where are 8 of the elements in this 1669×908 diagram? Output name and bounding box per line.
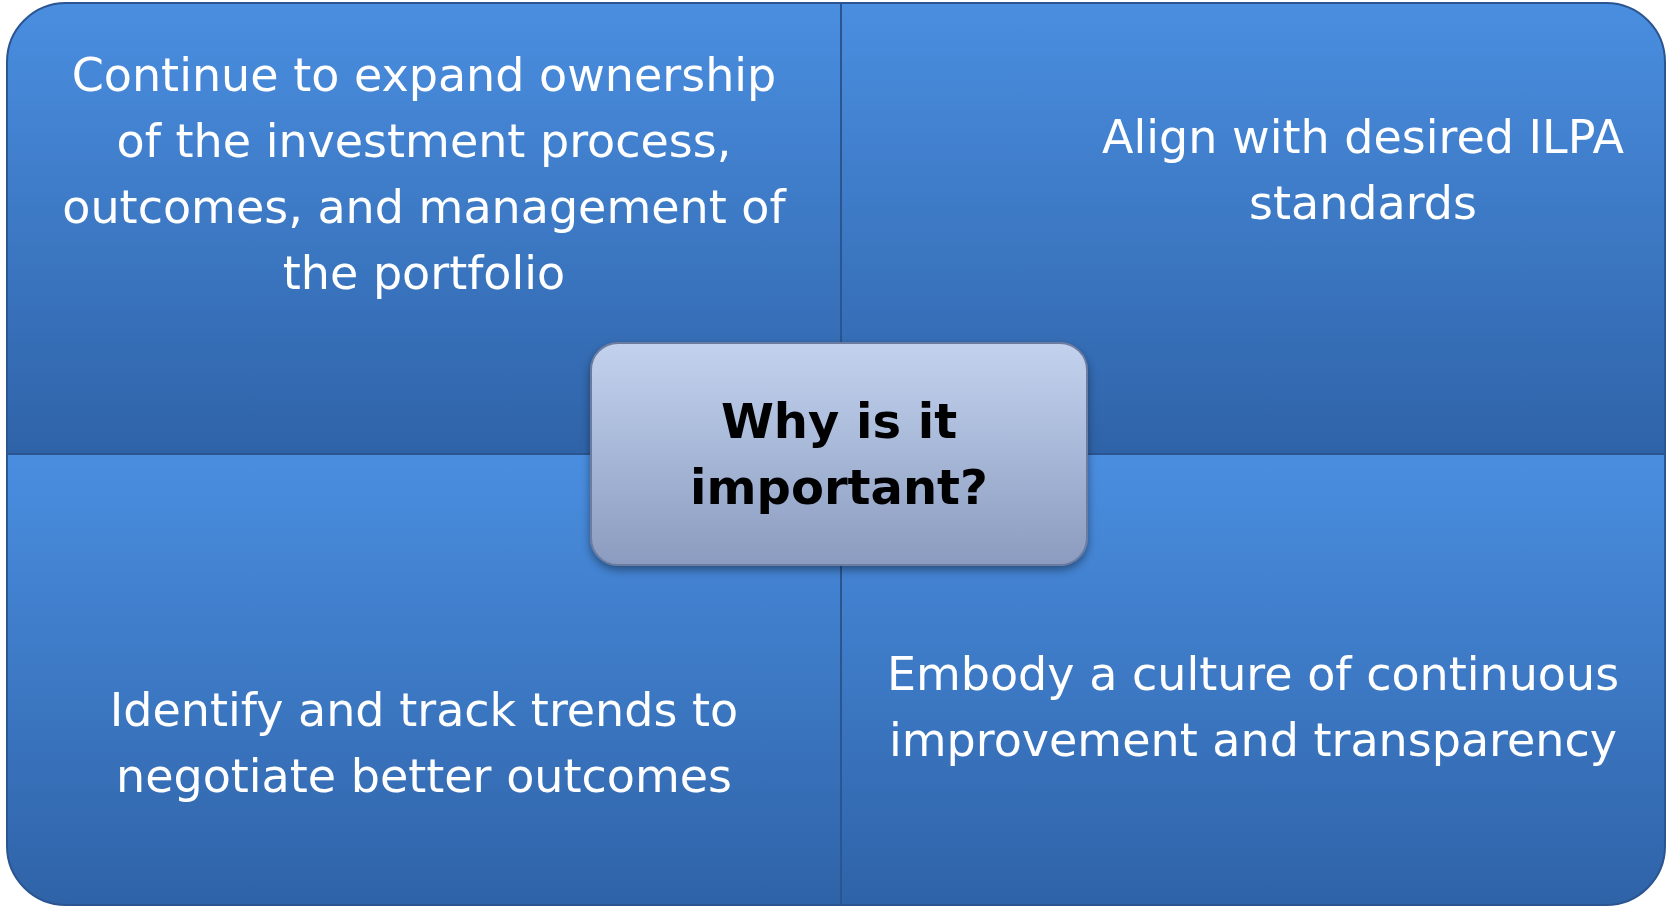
quadrant-panel [6, 2, 842, 455]
quadrant-text: Align with desired ILPA standards [1101, 109, 1625, 232]
quadrant-text: Identify and track trends to negotiate better outcomes [108, 682, 740, 805]
quadrant-panel [840, 2, 1666, 455]
center-box [590, 342, 1088, 566]
quadrant-text: Continue to expand ownership of the investment process, outcomes, and management of the portfolio [61, 47, 788, 302]
quadrant-text: Embody a culture of continuous improvement and transparency [885, 646, 1621, 769]
center-question: Why is it important? [689, 392, 989, 517]
